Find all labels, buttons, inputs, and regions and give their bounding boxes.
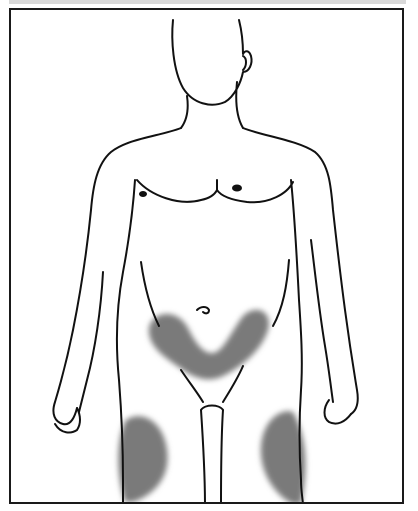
ear-outline	[243, 56, 246, 70]
head-outline	[172, 20, 251, 105]
left-arm-inner	[79, 272, 103, 412]
top-strip	[9, 0, 406, 4]
neck-left	[181, 96, 188, 128]
crotch-curve	[201, 406, 223, 411]
right-hand	[325, 400, 352, 424]
figure-frame	[9, 8, 404, 504]
left-thigh-region	[118, 416, 167, 502]
left-nipple	[139, 191, 147, 197]
right-arm-outer	[243, 128, 358, 414]
right-iliac-line	[273, 260, 289, 326]
navel	[197, 307, 209, 313]
inner-leg-left	[201, 410, 205, 504]
inner-leg-right	[221, 410, 223, 504]
chest-line	[137, 180, 293, 202]
body-diagram	[11, 10, 404, 504]
male-body-outline	[53, 20, 357, 504]
neck-right	[236, 82, 243, 128]
left-arm-outer	[53, 128, 181, 424]
shaded-regions	[118, 310, 305, 504]
right-nipple	[232, 185, 242, 192]
lower-abdomen-v-region	[149, 310, 269, 380]
left-iliac-line	[141, 262, 159, 326]
right-arm-inner	[311, 240, 333, 402]
